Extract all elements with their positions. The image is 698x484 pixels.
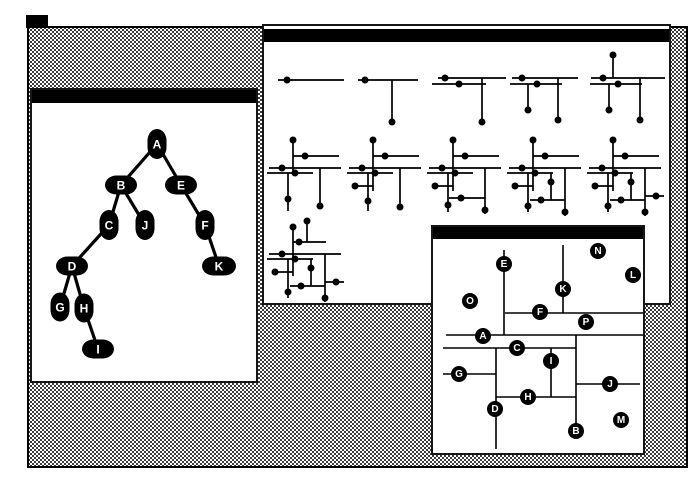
svg-text:H: H	[524, 392, 531, 403]
svg-text:B: B	[572, 426, 579, 437]
svg-text:J: J	[142, 219, 149, 233]
tree-node-H[interactable]: H	[74, 293, 94, 323]
tree-node-F[interactable]: F	[195, 210, 215, 240]
svg-text:L: L	[630, 270, 636, 281]
layout-step-figure-6	[267, 136, 341, 211]
svg-text:I: I	[96, 343, 99, 357]
tree-node-K[interactable]: K	[202, 256, 236, 276]
layout-step-figure-8	[427, 136, 501, 214]
layout-step-figure-11	[267, 217, 344, 302]
tree-node-E[interactable]: E	[165, 175, 197, 195]
collapsed-window-tab[interactable]	[26, 15, 48, 28]
layout-node-C[interactable]: C	[509, 340, 525, 356]
layout-node-L[interactable]: L	[625, 267, 641, 283]
tree-diagram-window[interactable]: A B E C J F D K G H I	[30, 88, 258, 383]
layout-step-figure-10	[587, 136, 664, 216]
layout-step-figure-4	[510, 74, 578, 124]
tree-node-D[interactable]: D	[56, 256, 88, 276]
svg-text:G: G	[455, 369, 463, 380]
svg-text:P: P	[583, 317, 590, 328]
svg-text:H: H	[80, 302, 89, 316]
layout-node-I[interactable]: I	[543, 353, 559, 369]
svg-text:A: A	[153, 138, 162, 152]
layout-step-figure-2	[358, 76, 418, 126]
svg-text:E: E	[177, 179, 185, 193]
tree-node-A[interactable]: A	[147, 129, 167, 159]
node-layout-window[interactable]: N E L K O F P A C I G J H D B M	[431, 225, 645, 455]
svg-text:C: C	[513, 343, 520, 354]
svg-text:F: F	[201, 219, 208, 233]
svg-text:N: N	[594, 246, 601, 257]
layout-node-H[interactable]: H	[520, 389, 536, 405]
svg-text:A: A	[479, 331, 486, 342]
svg-text:K: K	[215, 260, 224, 274]
node-layout-canvas: N E L K O F P A C I G J H D B M	[443, 243, 643, 449]
svg-text:B: B	[117, 179, 126, 193]
svg-text:F: F	[537, 307, 543, 318]
tree-diagram-window-titlebar[interactable]	[32, 90, 256, 103]
svg-text:D: D	[68, 260, 77, 274]
tree-node-G[interactable]: G	[50, 292, 70, 322]
layout-step-figure-1	[278, 76, 344, 84]
layout-node-A[interactable]: A	[475, 328, 491, 344]
layout-node-J[interactable]: J	[602, 376, 618, 392]
layout-node-P[interactable]: P	[578, 314, 594, 330]
layout-node-D[interactable]: D	[487, 401, 503, 417]
tree-diagram-canvas: A B E C J F D K G H I	[50, 129, 236, 359]
tree-node-I[interactable]: I	[82, 339, 114, 359]
svg-text:D: D	[491, 404, 498, 415]
layout-step-figure-7	[347, 136, 421, 211]
layout-node-G[interactable]: G	[451, 366, 467, 382]
layout-step-figure-3	[432, 74, 506, 126]
svg-text:E: E	[501, 259, 508, 270]
svg-text:J: J	[607, 379, 613, 390]
layout-node-K[interactable]: K	[555, 281, 571, 297]
layout-step-figure-5	[590, 51, 665, 124]
layout-step-figure-9	[507, 136, 581, 216]
node-layout-window-titlebar[interactable]	[433, 227, 643, 239]
layout-node-E[interactable]: E	[496, 256, 512, 272]
layout-node-O[interactable]: O	[462, 293, 478, 309]
layout-steps-canvas	[267, 51, 665, 302]
layout-node-M[interactable]: M	[613, 412, 629, 428]
svg-text:I: I	[550, 356, 553, 367]
svg-text:M: M	[617, 415, 625, 426]
svg-text:K: K	[559, 284, 567, 295]
layout-node-B[interactable]: B	[568, 423, 584, 439]
svg-text:O: O	[466, 296, 474, 307]
svg-text:G: G	[55, 301, 64, 315]
tree-node-C[interactable]: C	[99, 210, 119, 240]
tree-node-J[interactable]: J	[135, 210, 155, 240]
layout-steps-window-titlebar[interactable]	[264, 29, 669, 42]
layout-node-N[interactable]: N	[590, 243, 606, 259]
svg-text:C: C	[105, 219, 114, 233]
tree-node-B[interactable]: B	[105, 175, 137, 195]
layout-node-F[interactable]: F	[532, 304, 548, 320]
